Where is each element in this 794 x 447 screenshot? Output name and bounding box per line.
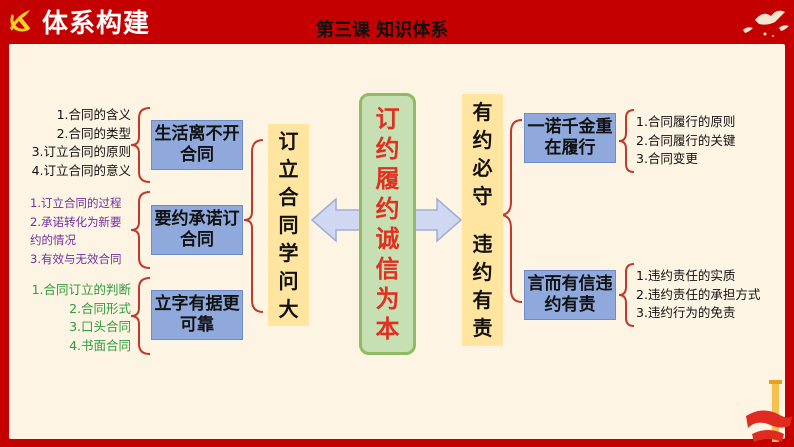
right-list-1: 1.合同履行的原则 2.合同履行的关键 3.合同变更 — [636, 113, 735, 169]
list-item: 1.订立合同的过程 — [30, 196, 122, 210]
list-item: 3.口头合同 — [69, 319, 131, 334]
list-item: 2.合同的类型 — [56, 125, 131, 141]
list-item: 约的情况 — [30, 233, 76, 247]
list-item: 3.合同变更 — [636, 151, 698, 166]
left-heading-box: 订立合同学问大 — [268, 124, 309, 326]
list-item: 1.合同的含义 — [56, 107, 131, 122]
list-item: 3.订立合同的原则 — [31, 144, 131, 159]
left-topic-2-label: 要约承诺订合同 — [154, 209, 240, 250]
list-item: 4.书面合同 — [69, 337, 131, 353]
bracket-left-main — [243, 139, 264, 313]
bracket-right-1 — [618, 109, 635, 173]
list-item: 3.有效与无效合同 — [30, 251, 122, 266]
list-item: 2.违约责任的承担方式 — [636, 286, 761, 302]
list-item: 1.合同履行的原则 — [636, 114, 736, 129]
right-list-2: 1.违约责任的实质 2.违约责任的承担方式 3.违约行为的免责 — [636, 267, 760, 323]
right-topic-1-label: 一诺千金重在履行 — [527, 117, 613, 158]
bracket-right-main — [499, 119, 523, 303]
core-theme-box: 订约履约诚信为本 — [359, 93, 416, 355]
list-item: 4.订立合同的意义 — [31, 162, 131, 178]
left-heading-text: 订立合同学问大 — [278, 129, 299, 321]
section-title: 体系构建 — [42, 9, 151, 39]
list-item: 2.合同形式 — [69, 300, 131, 316]
header-bar: 体系构建 第三课 知识体系 — [0, 0, 794, 44]
right-heading-box: 有约必守 违约有责 — [462, 94, 503, 346]
list-item: 2.合同履行的关键 — [636, 132, 736, 148]
lesson-subtitle: 第三课 知识体系 — [316, 20, 449, 41]
party-emblem-icon — [10, 10, 30, 32]
right-heading-top: 有约必守 — [472, 100, 493, 208]
left-list-2: 1.订立合同的过程 2.承诺转化为新要 约的情况 3.有效与无效合同 — [30, 194, 121, 268]
list-item: 2.承诺转化为新要 — [30, 214, 122, 229]
right-topic-2-label: 言而有信违约有责 — [527, 274, 613, 315]
left-list-1: 1.合同的含义 2.合同的类型 3.订立合同的原则 4.订立合同的意义 — [32, 106, 131, 180]
left-topic-2: 要约承诺订合同 — [151, 205, 243, 255]
right-topic-2: 言而有信违约有责 — [524, 270, 616, 320]
list-item: 3.违约行为的免责 — [636, 305, 736, 320]
bracket-left-1 — [130, 107, 151, 183]
doves-icon — [743, 10, 789, 37]
bracket-left-2 — [130, 191, 151, 269]
left-topic-3: 立字有据更可靠 — [151, 290, 243, 340]
list-item: 1.违约责任的实质 — [636, 268, 736, 283]
left-topic-1-label: 生活离不开合同 — [154, 124, 240, 165]
left-topic-1: 生活离不开合同 — [151, 120, 243, 170]
left-list-3: 1.合同订立的判断 2.合同形式 3.口头合同 4.书面合同 — [32, 281, 131, 355]
bracket-left-3 — [130, 277, 151, 355]
right-heading-bottom: 违约有责 — [472, 232, 493, 340]
red-ribbon-pillar-icon — [746, 380, 792, 442]
left-topic-3-label: 立字有据更可靠 — [154, 294, 240, 335]
right-topic-1: 一诺千金重在履行 — [524, 113, 616, 163]
core-theme-text: 订约履约诚信为本 — [375, 105, 400, 343]
bracket-right-2 — [618, 263, 635, 327]
list-item: 1.合同订立的判断 — [31, 282, 131, 297]
